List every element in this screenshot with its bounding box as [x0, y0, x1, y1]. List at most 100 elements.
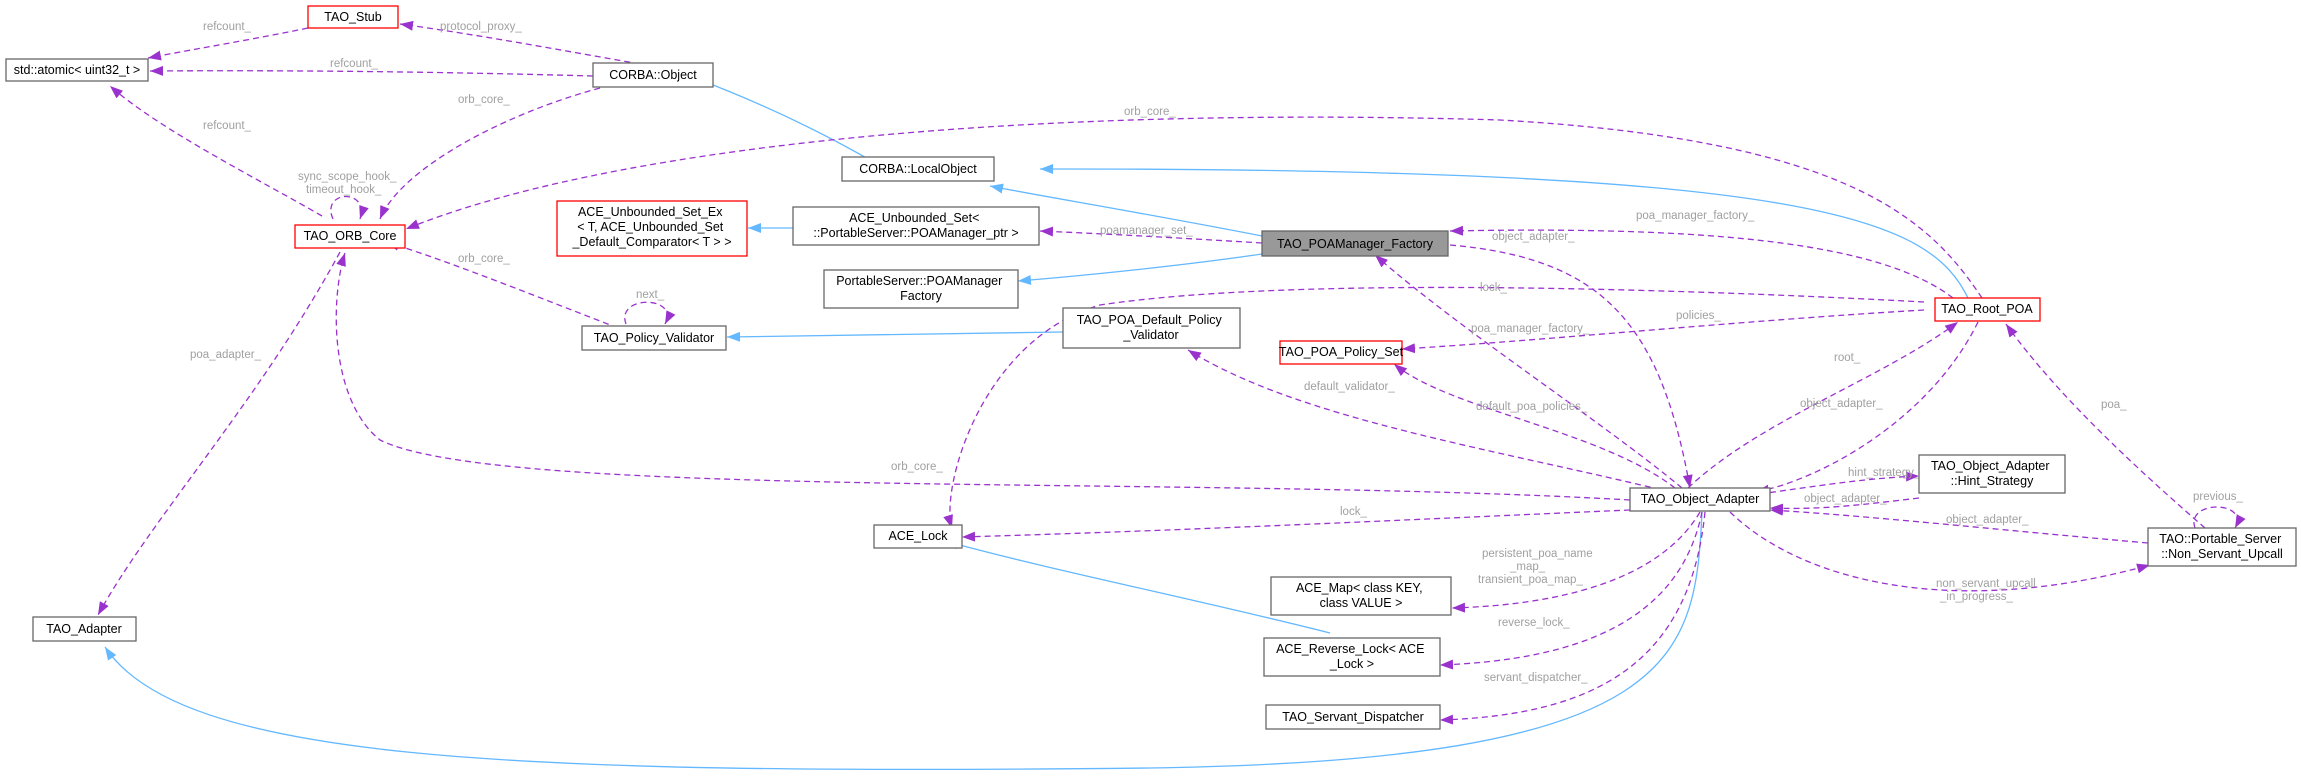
edge-label: poa_adapter_: [190, 349, 262, 361]
usage-edge-upcall-oa: [1769, 505, 2149, 544]
edge-label: sync_scope_hook_ timeout_hook_: [298, 171, 400, 196]
svg-text:PortableServer::POAManager: PortableServer::POAManager Factory: [836, 274, 1006, 303]
edge-label: refcount_: [330, 58, 379, 70]
svg-text:ACE_Map< class KEY, cl: ACE_Map< class KEY, class VALUE >: [1296, 581, 1426, 610]
svg-text:TAO_ORB_Core: TAO_ORB_Core: [304, 229, 397, 243]
usage-edge-rootpoa-oa: [1755, 321, 1979, 495]
usage-edge-oa-factory: [1374, 254, 1683, 489]
usage-edge-upcall-self: [2193, 506, 2246, 529]
node-corba-localobject[interactable]: CORBA::LocalObject: [841, 156, 995, 182]
edge-label: object_adapter_: [1946, 514, 2029, 526]
edge-label: previous_: [2193, 491, 2243, 503]
edge-label: orb_core_: [891, 461, 943, 473]
svg-text:ACE_Lock: ACE_Lock: [888, 529, 948, 543]
inherit-edge-rootpoa-localobject: [1039, 163, 1969, 299]
node-tao-portable-server-non-servant-upcall[interactable]: TAO::Portable_Server ::Non_Servant_Upcal…: [2147, 527, 2297, 567]
edge-label: hint_strategy_: [1848, 467, 1921, 479]
node-tao-policy-validator[interactable]: TAO_Policy_Validator: [581, 325, 727, 351]
node-ace-map[interactable]: ACE_Map< class KEY, class VALUE >: [1270, 576, 1452, 616]
node-tao-poa-default-policy-validator[interactable]: TAO_POA_Default_Policy _Validator: [1062, 307, 1241, 349]
edge-label: protocol_proxy_: [440, 21, 522, 33]
usage-edge-factory-unboundedset: [1039, 226, 1263, 244]
edge-label: root_: [1834, 352, 1861, 364]
usage-edge-object-orbcore: [379, 87, 601, 220]
inherit-edge-factory-psfactory: [1017, 253, 1263, 285]
usage-edge-oa-policyset: [1393, 363, 1676, 489]
node-ace-reverse-lock[interactable]: ACE_Reverse_Lock< ACE _Lock >: [1263, 637, 1441, 677]
node-tao-object-adapter-hint-strategy[interactable]: TAO_Object_Adapter ::Hint_Strategy: [1918, 454, 2066, 494]
edge-label: refcount_: [203, 21, 252, 33]
node-ace-lock[interactable]: ACE_Lock: [873, 524, 963, 549]
edge-label: lock_: [1340, 506, 1367, 518]
inherit-edge-oa-adapter: [104, 511, 1703, 771]
node-tao-poamanager-factory[interactable]: TAO_POAManager_Factory: [1261, 230, 1449, 257]
node-tao-orb-core[interactable]: TAO_ORB_Core: [294, 224, 406, 249]
node-tao-stub[interactable]: TAO_Stub: [307, 5, 399, 29]
svg-text:TAO_Object_Adapter ::H: TAO_Object_Adapter ::Hint_Strategy: [1931, 459, 2053, 488]
svg-text:TAO_Servant_Dispatcher: TAO_Servant_Dispatcher: [1282, 710, 1424, 724]
usage-edge-oa-lock: [961, 509, 1631, 542]
inherit-edge-defaultvalidator-validator: [726, 331, 1064, 342]
node-std-atomic[interactable]: std::atomic< uint32_t >: [5, 58, 149, 82]
edge-label: lock_: [1480, 282, 1507, 294]
svg-text:TAO_POA_Default_Policy: TAO_POA_Default_Policy _Validator: [1077, 313, 1225, 342]
usage-edge-oa-orbcore: [335, 252, 1631, 501]
svg-text:TAO_Object_Adapter: TAO_Object_Adapter: [1641, 492, 1760, 506]
node-tao-object-adapter[interactable]: TAO_Object_Adapter: [1629, 487, 1771, 512]
svg-text:ACE_Reverse_Lock< ACE: ACE_Reverse_Lock< ACE _Lock >: [1276, 642, 1428, 671]
svg-text:ACE_Unbounded_Set_Ex <: ACE_Unbounded_Set_Ex < T, ACE_Unbounded_…: [571, 205, 731, 249]
node-corba-object[interactable]: CORBA::Object: [592, 62, 714, 88]
usage-edge-rootpoa-lock: [943, 286, 1925, 529]
edge-label: orb_core_: [458, 94, 510, 106]
node-tao-poa-policy-set[interactable]: TAO_POA_Policy_Set: [1279, 340, 1404, 365]
svg-text:CORBA::Object: CORBA::Object: [609, 68, 697, 82]
edge-label: default_validator_: [1304, 381, 1395, 393]
edge-label: reverse_lock_: [1498, 617, 1570, 629]
svg-text:ACE_Unbounded_Set< ::P: ACE_Unbounded_Set< ::PortableServer::POA…: [813, 211, 1018, 240]
usage-edge-oa-defaultvalidator: [1187, 349, 1671, 493]
usage-edge-validator-orbcore: [385, 240, 619, 329]
edges: [97, 20, 2246, 771]
node-tao-servant-dispatcher[interactable]: TAO_Servant_Dispatcher: [1265, 704, 1441, 730]
usage-edge-rootpoa-policyset: [1401, 309, 1925, 354]
inherit-edge-localobject-object: [694, 77, 871, 161]
edge-label: object_adapter_: [1492, 231, 1575, 243]
usage-edge-rootpoa-orbcore: [405, 116, 1983, 299]
edge-label: object_adapter_: [1800, 398, 1883, 410]
node-tao-adapter[interactable]: TAO_Adapter: [32, 616, 137, 642]
usage-edge-object-stub: [399, 20, 641, 65]
usage-edge-orbcore-self: [330, 195, 369, 220]
usage-edge-factory-oa: [1449, 244, 1693, 489]
edge-label: poa_: [2101, 399, 2127, 411]
edge-label: poa_manager_factory_: [1636, 210, 1755, 222]
edge-label: non_servant_upcall _in_progress_: [1936, 578, 2039, 603]
edge-label: poa_manager_factory_: [1471, 323, 1590, 335]
node-portableserver-poamanager-factory[interactable]: PortableServer::POAManager Factory: [823, 269, 1019, 309]
usage-edge-stub-atomic: [147, 27, 309, 61]
node-ace-unbounded-set[interactable]: ACE_Unbounded_Set< ::PortableServer::POA…: [792, 206, 1040, 246]
edge-labels: refcount_ refcount_ refcount_ protocol_p…: [190, 21, 2243, 684]
usage-edge-oa-reverselock: [1439, 511, 1703, 670]
usage-edge-object-atomic: [149, 65, 594, 77]
usage-edge-hint-oa: [1769, 497, 1920, 514]
node-tao-root-poa[interactable]: TAO_Root_POA: [1934, 297, 2041, 322]
svg-text:TAO_POAManager_Factory: TAO_POAManager_Factory: [1277, 237, 1434, 251]
edge-label: refcount_: [203, 120, 252, 132]
edge-label: policies_: [1676, 310, 1721, 322]
svg-text:TAO_POA_Policy_Set: TAO_POA_Policy_Set: [1279, 345, 1404, 359]
usage-edge-orbcore-atomic: [109, 85, 323, 217]
inherit-edge-reverselock-lock: [944, 539, 1331, 634]
svg-text:TAO_Adapter: TAO_Adapter: [46, 622, 122, 636]
svg-text:std::atomic< uint32_t >: std::atomic< uint32_t >: [14, 63, 140, 77]
usage-edge-orbcore-adapter: [97, 251, 341, 616]
svg-text:CORBA::LocalObject: CORBA::LocalObject: [859, 162, 977, 176]
node-ace-unbounded-set-ex[interactable]: ACE_Unbounded_Set_Ex < T, ACE_Unbounded_…: [556, 200, 748, 257]
usage-edge-oa-hint: [1759, 471, 1920, 495]
usage-edge-oa-upcall: [1729, 511, 2151, 592]
svg-text:TAO_Stub: TAO_Stub: [324, 10, 381, 24]
svg-text:TAO_Policy_Validator: TAO_Policy_Validator: [594, 331, 714, 345]
usage-edge-oa-map: [1451, 511, 1701, 613]
svg-text:TAO::Portable_Server :: TAO::Portable_Server ::Non_Servant_Upcal…: [2159, 532, 2285, 561]
edge-label: poamanager_set_: [1100, 225, 1193, 237]
